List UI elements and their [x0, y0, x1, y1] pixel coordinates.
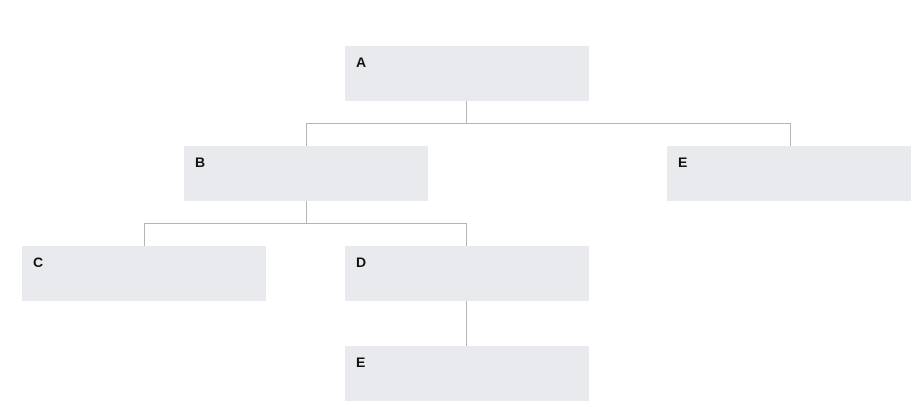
tree-node-a: A — [345, 46, 589, 101]
tree-node-e-right-label: E — [678, 154, 688, 170]
edge-b-to-d — [466, 223, 467, 246]
tree-node-e-right: E — [667, 146, 911, 201]
tree-node-d-label: D — [356, 254, 367, 270]
tree-node-d: D — [345, 246, 589, 301]
edge-a-stem — [466, 100, 467, 124]
tree-node-a-label: A — [356, 54, 367, 70]
edge-a-to-b — [306, 123, 307, 146]
tree-node-c: C — [22, 246, 266, 301]
edge-b-to-c — [144, 223, 145, 246]
tree-node-c-label: C — [33, 254, 44, 270]
edge-b-stem — [306, 201, 307, 224]
edge-a-children-bar — [306, 123, 791, 124]
tree-node-e-bottom-label: E — [356, 354, 366, 370]
tree-node-b: B — [184, 146, 428, 201]
edge-a-to-e-right — [790, 123, 791, 146]
edge-b-children-bar — [144, 223, 467, 224]
tree-node-e-bottom: E — [345, 346, 589, 401]
tree-node-b-label: B — [195, 154, 206, 170]
edge-d-to-e-bottom — [466, 301, 467, 346]
